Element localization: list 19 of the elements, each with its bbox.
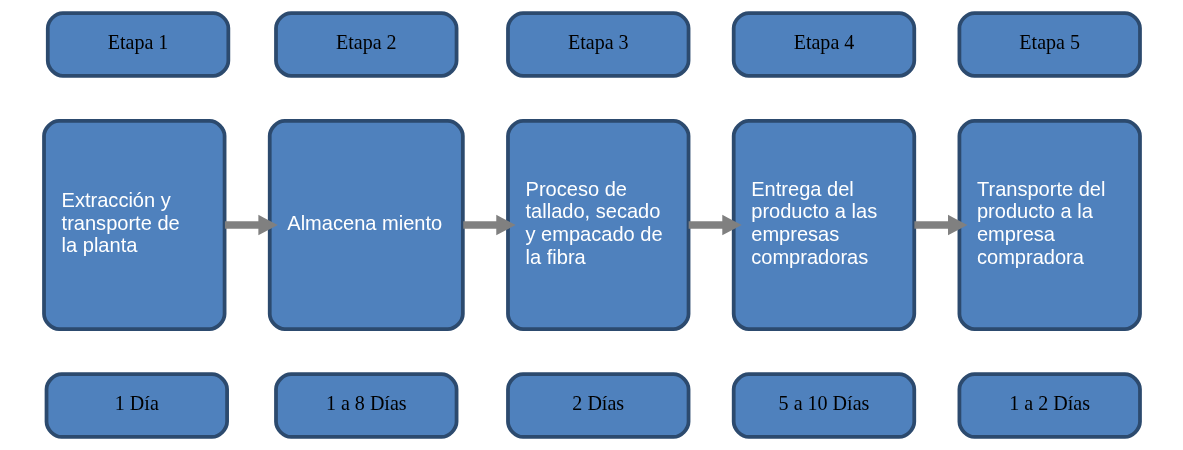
node-box: 1 Día (44, 372, 229, 439)
node-box: Etapa 4 (731, 11, 916, 78)
node-box: 2 Días (505, 372, 690, 439)
arrow (688, 214, 742, 236)
node-box: Transporte del producto a la empresa compradora (957, 119, 1142, 331)
arrow (224, 214, 278, 236)
node-box: Extracción y transporte de la planta (41, 119, 226, 331)
node-box: Entrega del producto a las empresas compradoras (731, 119, 916, 331)
arrow (462, 214, 516, 236)
arrow (913, 214, 967, 236)
node-box: Etapa 1 (45, 11, 230, 78)
node-box: Almacena miento (267, 119, 465, 331)
node-box: 5 a 10 Días (731, 372, 916, 439)
node-box: 1 a 8 Días (273, 372, 458, 439)
node-box: Etapa 2 (273, 11, 458, 78)
node-box: Etapa 5 (957, 11, 1142, 78)
node-box: 1 a 2 Días (957, 372, 1142, 439)
node-box: Etapa 3 (505, 11, 690, 78)
node-box: Proceso de tallado, secado y empacado de la fibra (505, 119, 690, 331)
